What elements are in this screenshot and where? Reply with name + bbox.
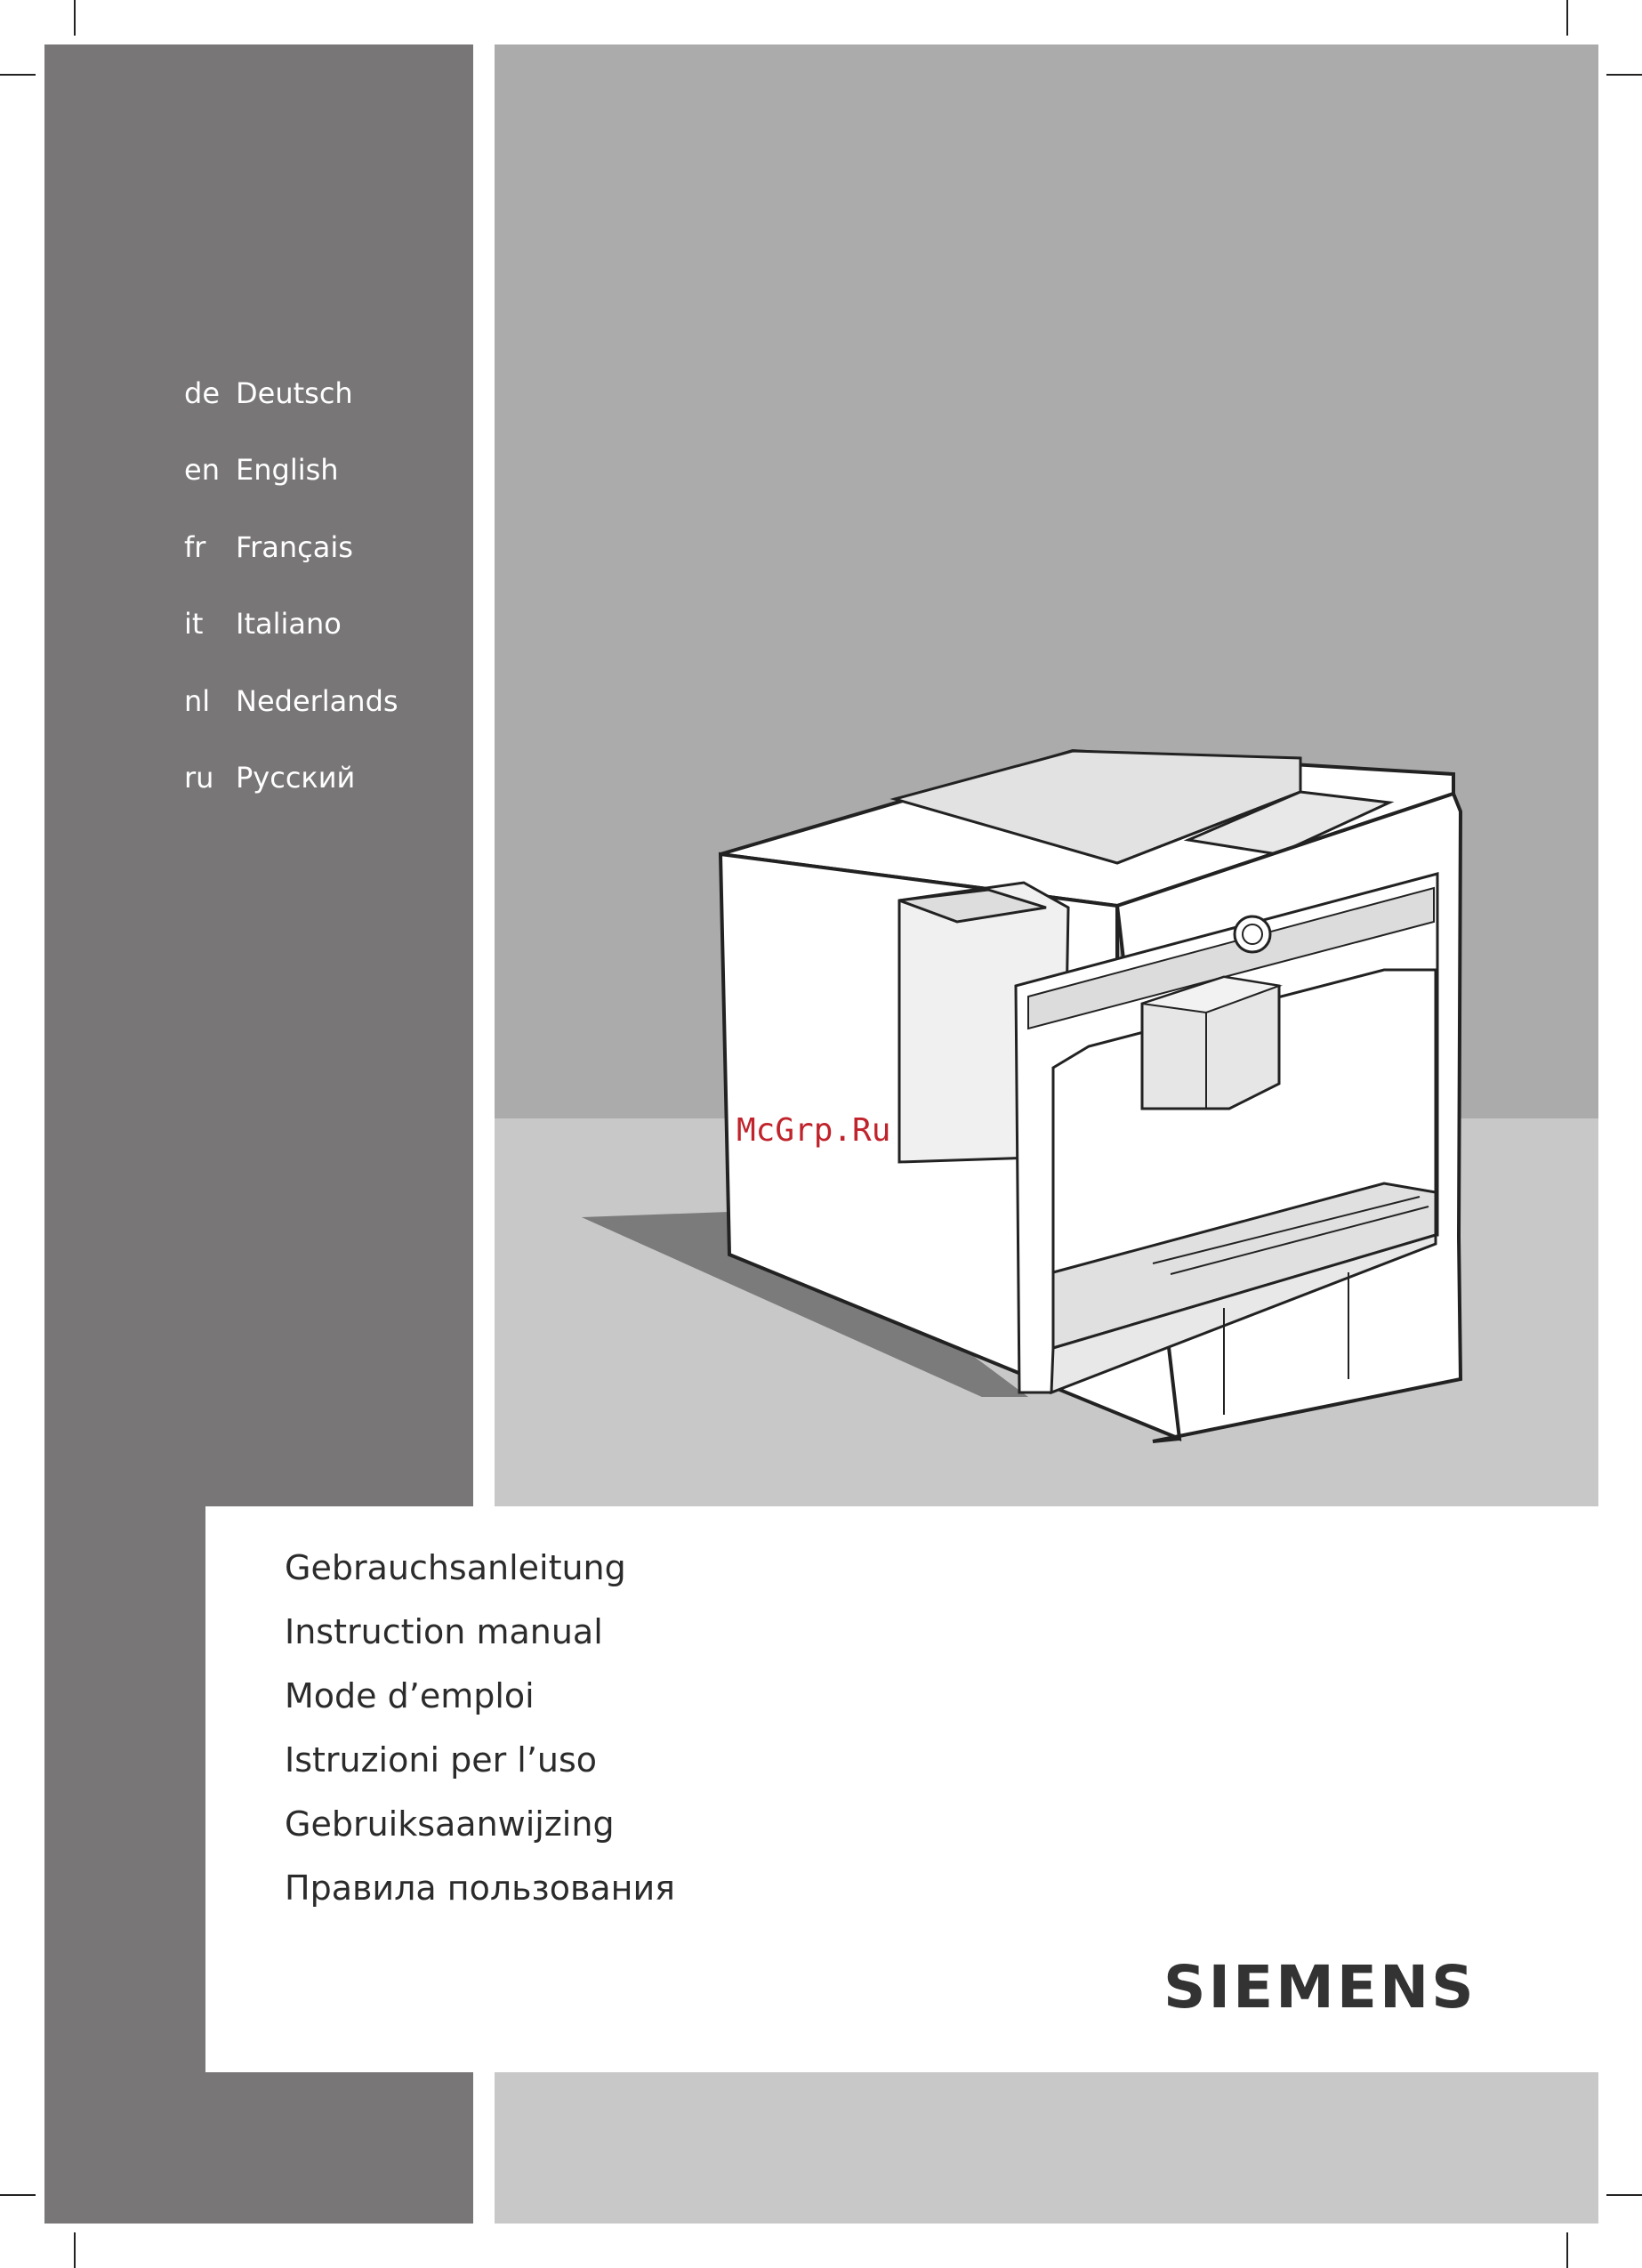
title-notch xyxy=(205,1506,248,2072)
language-name: Nederlands xyxy=(236,684,398,718)
language-name: English xyxy=(236,453,339,487)
crop-mark xyxy=(1566,0,1568,36)
hero-illustration-panel xyxy=(495,44,1598,1506)
crop-mark xyxy=(74,0,76,36)
language-name: Italiano xyxy=(236,607,342,641)
manual-title: Правила пользования xyxy=(285,1868,675,1933)
manual-title: Instruction manual xyxy=(285,1612,675,1676)
language-code: en xyxy=(184,453,236,487)
crop-mark xyxy=(74,2232,76,2268)
language-name: Français xyxy=(236,530,353,564)
manual-title: Istruzioni per l’uso xyxy=(285,1740,675,1804)
language-code: ru xyxy=(184,761,236,795)
siemens-logo: SIEMENS xyxy=(1163,1953,1477,2022)
language-code: de xyxy=(184,376,236,410)
manual-title: Gebruiksaanwijzing xyxy=(285,1804,675,1868)
bottom-band xyxy=(495,2072,1598,2224)
crop-mark xyxy=(0,74,36,76)
language-code: fr xyxy=(184,530,236,564)
language-name: Русский xyxy=(236,761,355,795)
language-code: nl xyxy=(184,684,236,718)
manual-title: Gebrauchsanleitung xyxy=(285,1548,675,1612)
crop-mark xyxy=(1566,2232,1568,2268)
coffee-machine-illustration xyxy=(495,44,1598,1506)
crop-mark xyxy=(1606,74,1642,76)
crop-mark xyxy=(1606,2194,1642,2196)
manual-title-list: Gebrauchsanleitung Instruction manual Mo… xyxy=(285,1548,675,1933)
manual-title: Mode d’emploi xyxy=(285,1676,675,1740)
language-name: Deutsch xyxy=(236,376,353,410)
watermark-text: McGrp.Ru xyxy=(736,1112,890,1149)
crop-mark xyxy=(0,2194,36,2196)
language-code: it xyxy=(184,607,236,641)
